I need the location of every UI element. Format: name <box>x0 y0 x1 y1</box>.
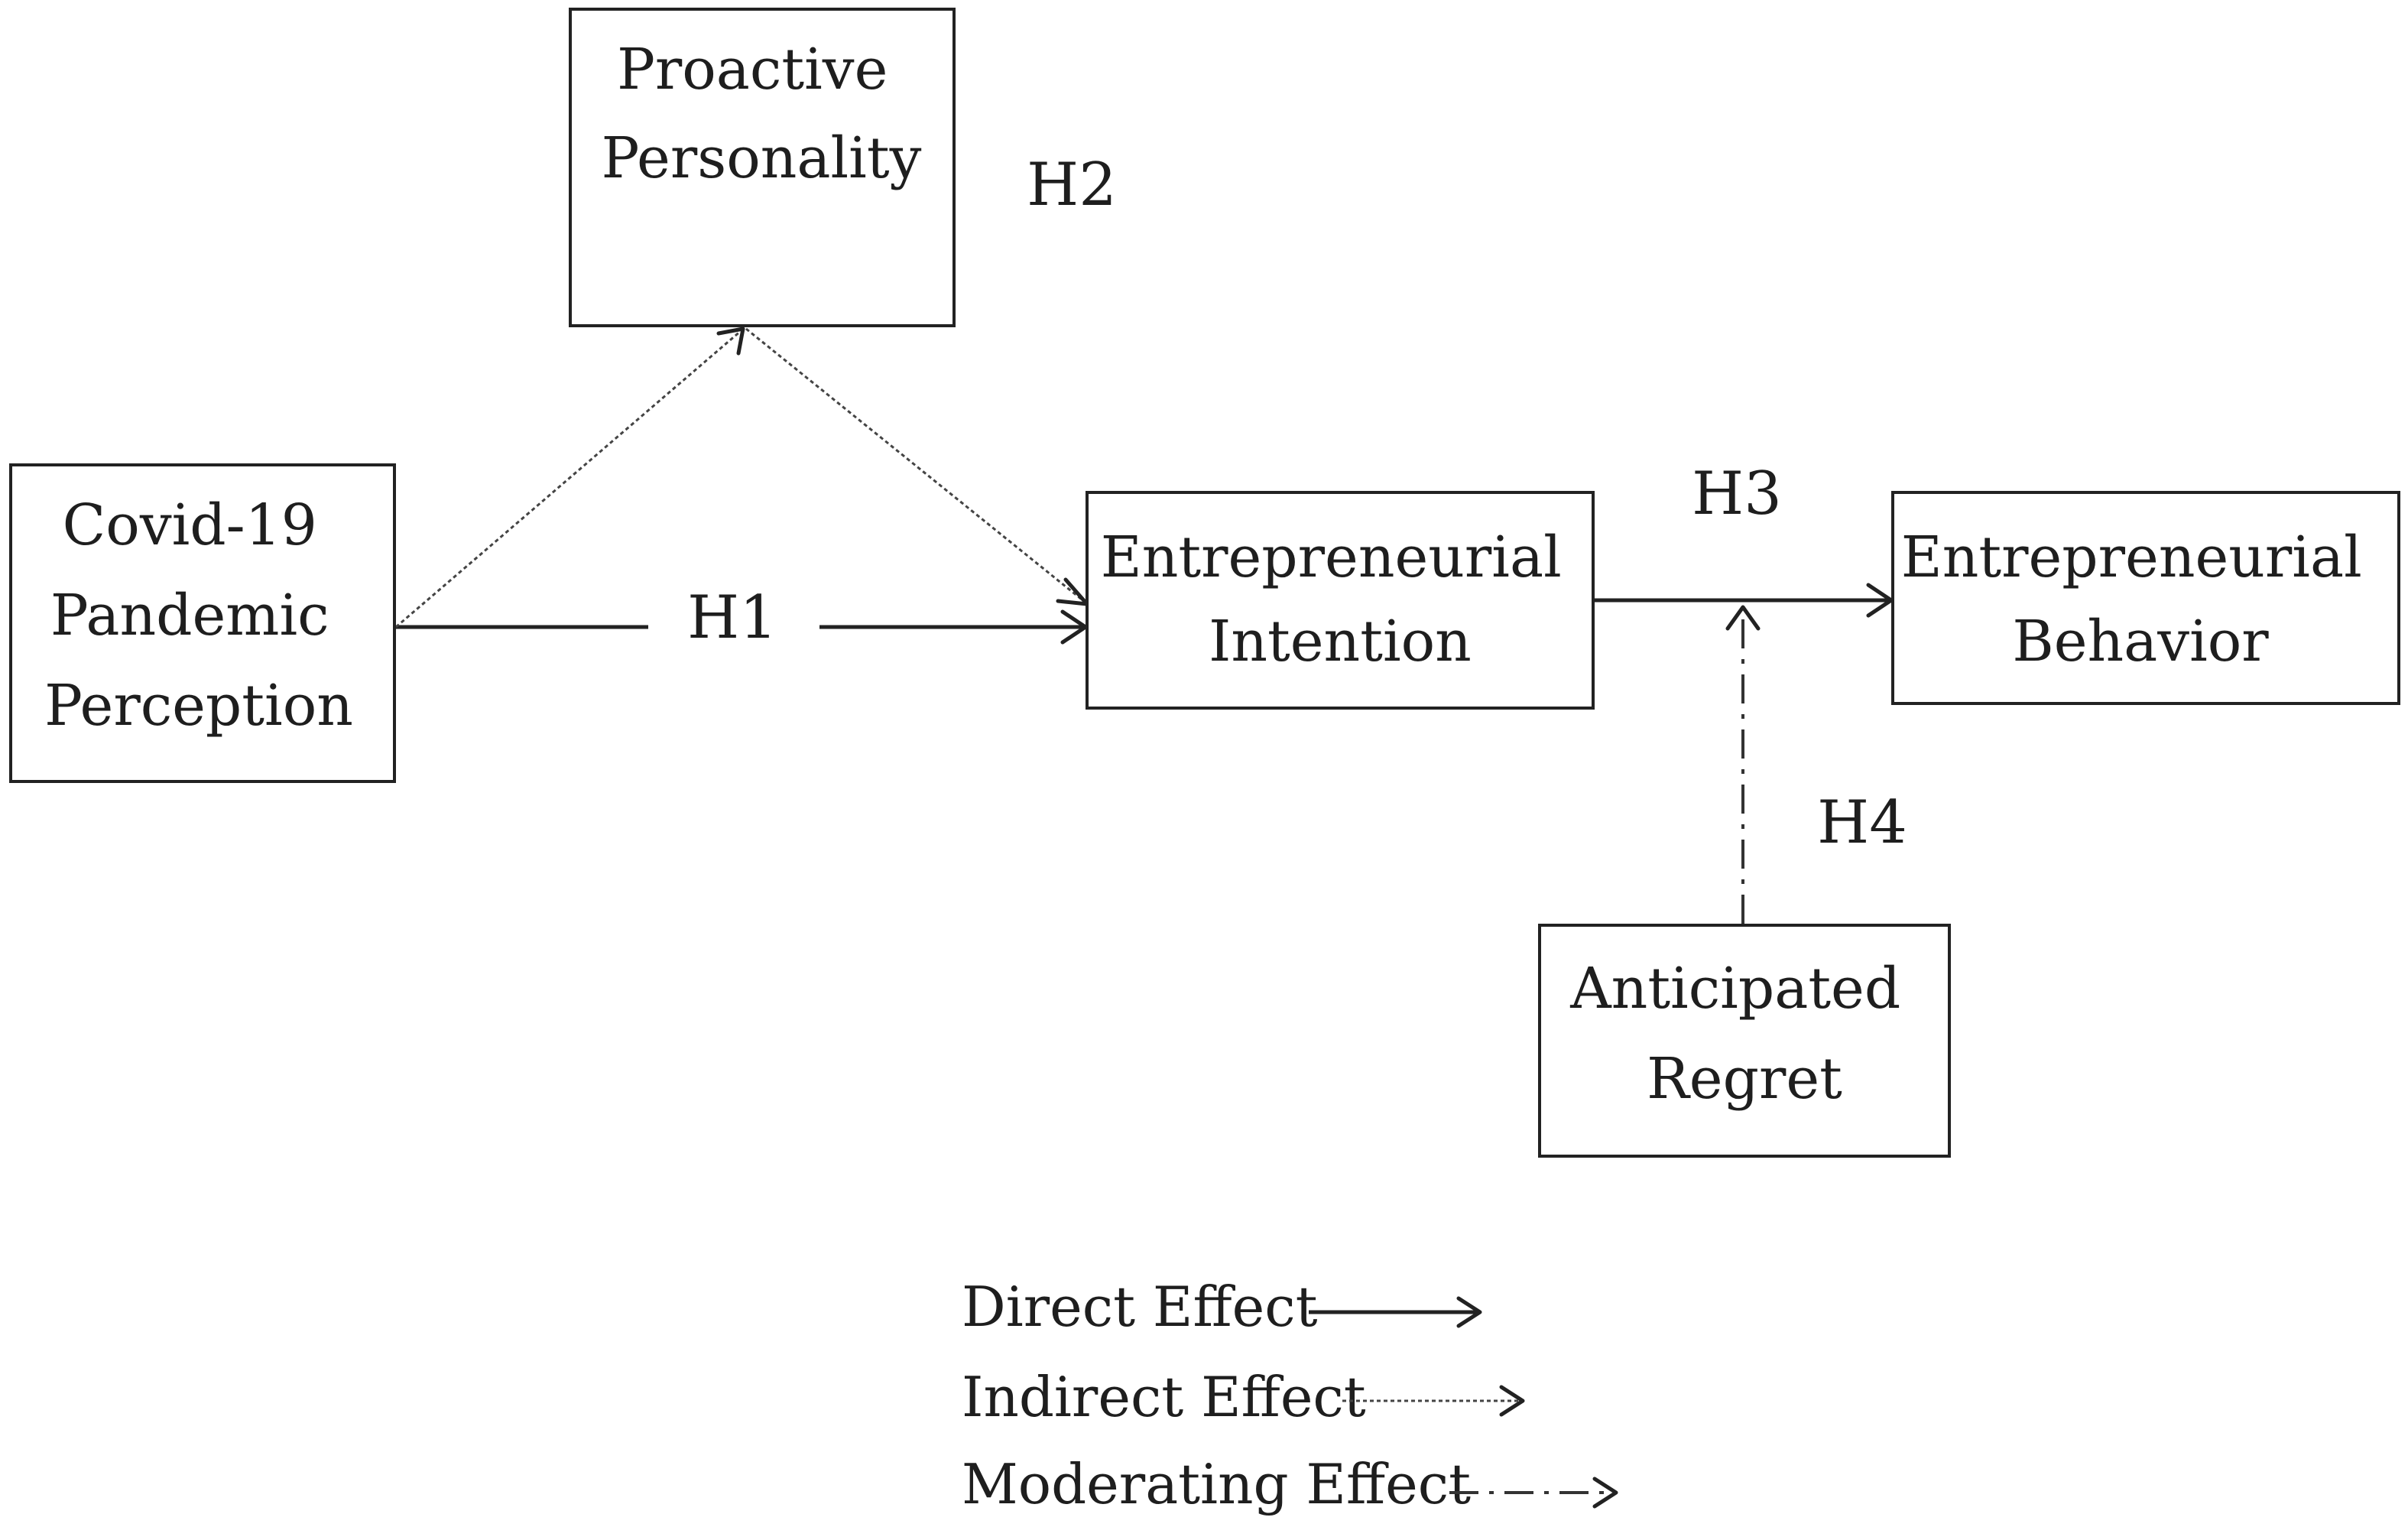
node-behavior-label: Entrepreneurial Behavior <box>1901 525 2380 674</box>
edge-h2-down <box>745 327 1086 604</box>
node-proactive-line-2: Personality <box>602 125 922 191</box>
node-covid: Covid-19 Pandemic Perception <box>9 463 396 783</box>
legend-moderating-arrowhead <box>1592 1477 1618 1509</box>
node-regret-line-1: Anticipated <box>1569 956 1900 1022</box>
node-regret-box <box>1538 924 1951 1158</box>
legend-direct-arrowhead <box>1456 1296 1482 1328</box>
node-covid-line-2: Pandemic <box>50 583 329 648</box>
hypothesis-h4: H4 <box>1817 788 1907 857</box>
legend-indirect-label: Indirect Effect <box>962 1365 1366 1429</box>
legend: Direct Effect Indirect Effect Moderating… <box>962 1275 1618 1516</box>
node-proactive-label: Proactive Personality <box>602 37 922 191</box>
node-behavior: Entrepreneurial Behavior <box>1891 491 2400 705</box>
node-intention-line-1: Entrepreneurial <box>1101 525 1562 590</box>
legend-indirect-arrowhead <box>1499 1385 1525 1417</box>
edge-h2-down-arrowhead <box>1056 577 1089 606</box>
edge-h2-up-arrowhead <box>716 327 745 356</box>
node-behavior-line-2: Behavior <box>2012 609 2269 674</box>
node-intention: Entrepreneurial Intention <box>1086 491 1595 710</box>
hypothesis-h2: H2 <box>1027 151 1117 219</box>
node-proactive: Proactive Personality <box>569 8 956 327</box>
node-intention-label: Entrepreneurial Intention <box>1101 525 1580 674</box>
edge-h2-up <box>395 329 742 629</box>
legend-moderating-label: Moderating Effect <box>962 1452 1471 1516</box>
node-covid-label: Covid-19 Pandemic Perception <box>44 492 353 739</box>
node-behavior-line-1: Entrepreneurial <box>1901 525 2362 590</box>
legend-direct-label: Direct Effect <box>962 1275 1318 1339</box>
hypothesis-h1: H1 <box>687 583 777 652</box>
node-intention-line-2: Intention <box>1209 609 1472 674</box>
node-intention-box <box>1086 491 1595 710</box>
node-covid-line-1: Covid-19 <box>63 492 317 558</box>
node-covid-box <box>9 463 396 783</box>
node-regret-label: Anticipated Regret <box>1569 956 1919 1112</box>
node-regret: Anticipated Regret <box>1538 924 1951 1158</box>
hypothesis-labels: H1 H2 H3 H4 <box>687 151 1907 857</box>
hypothesis-h3: H3 <box>1692 460 1782 528</box>
node-proactive-box <box>569 8 956 327</box>
node-covid-line-3: Perception <box>44 673 353 739</box>
node-proactive-line-1: Proactive <box>617 37 888 102</box>
node-behavior-box <box>1891 491 2400 705</box>
edge-h4-arrowhead <box>1725 605 1761 631</box>
node-regret-line-2: Regret <box>1647 1046 1842 1112</box>
